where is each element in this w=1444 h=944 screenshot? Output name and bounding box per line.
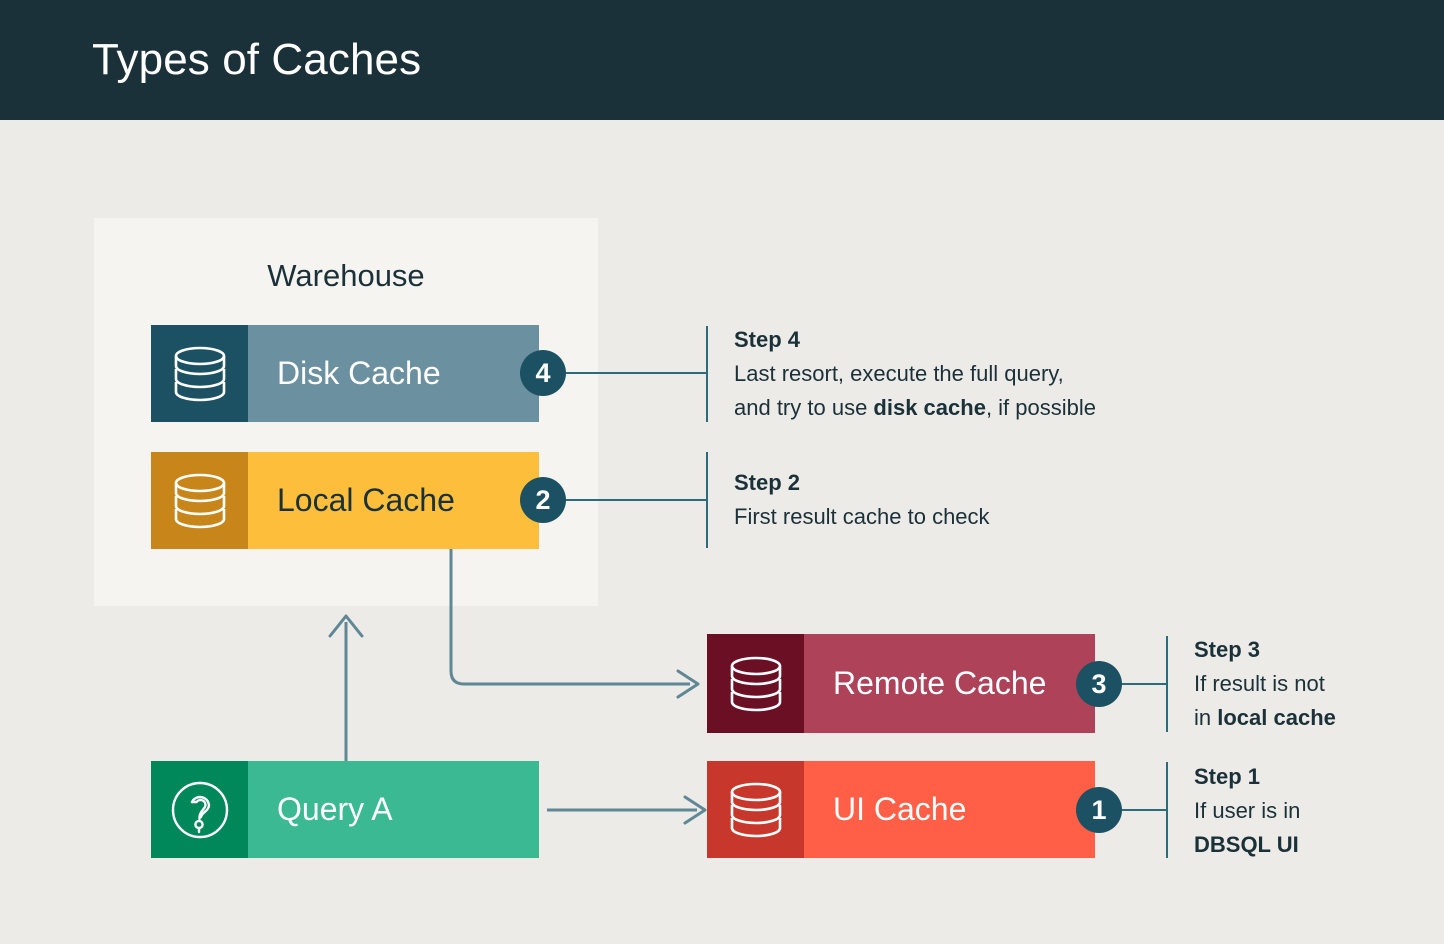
cache-bar-body: UI Cache bbox=[804, 761, 1095, 858]
leader-line-step-1 bbox=[1122, 809, 1166, 811]
query-bar-label: Query A bbox=[277, 791, 393, 827]
cache-bar-local-cache[interactable]: Local Cache bbox=[151, 452, 539, 549]
step-description-line-1: If user is in bbox=[1194, 798, 1301, 823]
step-callout-1: Step 1 If user is in DBSQL UI bbox=[1194, 762, 1434, 862]
database-icon bbox=[707, 761, 804, 858]
step-description-line-1: Last resort, execute the full query, bbox=[734, 361, 1064, 386]
question-mark-circle-icon bbox=[151, 761, 248, 858]
step-desc-emphasis: local cache bbox=[1217, 705, 1336, 730]
step-title: Step 1 bbox=[1194, 764, 1261, 789]
header-bar bbox=[0, 0, 1444, 120]
database-icon-glyph bbox=[174, 473, 225, 528]
step-description-line-2: and try to use disk cache, if possible bbox=[734, 391, 1234, 425]
database-icon bbox=[707, 634, 804, 733]
step-title: Step 3 bbox=[1194, 637, 1261, 662]
database-icon bbox=[151, 325, 248, 422]
cache-bar-body: Local Cache bbox=[248, 452, 539, 549]
database-icon-glyph bbox=[730, 656, 781, 711]
step-desc-emphasis: disk cache bbox=[873, 395, 986, 420]
tick-bar-step-1 bbox=[1166, 762, 1168, 858]
step-badge-2[interactable]: 2 bbox=[520, 477, 566, 523]
step-desc-prefix: and try to use bbox=[734, 395, 874, 420]
step-callout-4: Step 4 Last resort, execute the full que… bbox=[734, 325, 1234, 425]
cache-bar-label: Local Cache bbox=[277, 482, 455, 518]
warehouse-label: Warehouse bbox=[267, 258, 425, 293]
tick-bar-step-2 bbox=[706, 452, 708, 548]
step-callout-3: Step 3 If result is not in local cache bbox=[1194, 635, 1434, 735]
tick-bar-step-3 bbox=[1166, 636, 1168, 732]
tick-bar-step-4 bbox=[706, 326, 708, 422]
step-desc-suffix: , if possible bbox=[985, 395, 1096, 420]
step-desc-emphasis: DBSQL UI bbox=[1194, 832, 1299, 857]
step-title: Step 2 bbox=[734, 470, 801, 495]
cache-bar-body: Remote Cache bbox=[804, 634, 1095, 733]
step-title: Step 4 bbox=[734, 327, 801, 352]
query-bar-body: Query A bbox=[248, 761, 539, 858]
leader-line-step-2 bbox=[566, 499, 706, 501]
cache-bar-label: UI Cache bbox=[833, 791, 967, 827]
step-badge-1[interactable]: 1 bbox=[1076, 787, 1122, 833]
flow-arrow-local-to-remote bbox=[449, 549, 700, 699]
cache-bar-remote-cache[interactable]: Remote Cache bbox=[707, 634, 1095, 733]
step-desc-prefix: in bbox=[1194, 705, 1218, 730]
cache-bar-disk-cache[interactable]: Disk Cache bbox=[151, 325, 539, 422]
database-icon bbox=[151, 452, 248, 549]
flow-arrow-query-to-ui bbox=[547, 795, 707, 825]
step-badge-3[interactable]: 3 bbox=[1076, 661, 1122, 707]
database-icon-glyph bbox=[730, 782, 781, 837]
leader-line-step-4 bbox=[566, 372, 706, 374]
step-callout-2: Step 2 First result cache to check bbox=[734, 468, 1234, 534]
flow-arrow-query-to-warehouse bbox=[328, 614, 364, 768]
database-icon-glyph bbox=[174, 346, 225, 401]
leader-line-step-3 bbox=[1122, 683, 1166, 685]
step-badge-4[interactable]: 4 bbox=[520, 350, 566, 396]
step-description-line-2: DBSQL UI bbox=[1194, 828, 1434, 862]
cache-bar-label: Remote Cache bbox=[833, 665, 1047, 701]
cache-bar-label: Disk Cache bbox=[277, 355, 441, 391]
cache-bar-ui-cache[interactable]: UI Cache bbox=[707, 761, 1095, 858]
query-bar-query-a[interactable]: Query A bbox=[151, 761, 539, 858]
step-description-line-2: in local cache bbox=[1194, 701, 1434, 735]
step-description-line-1: First result cache to check bbox=[734, 504, 990, 529]
step-description-line-1: If result is not bbox=[1194, 671, 1325, 696]
question-mark-circle-icon-glyph bbox=[171, 781, 228, 838]
page-title: Types of Caches bbox=[92, 35, 422, 84]
cache-bar-body: Disk Cache bbox=[248, 325, 539, 422]
